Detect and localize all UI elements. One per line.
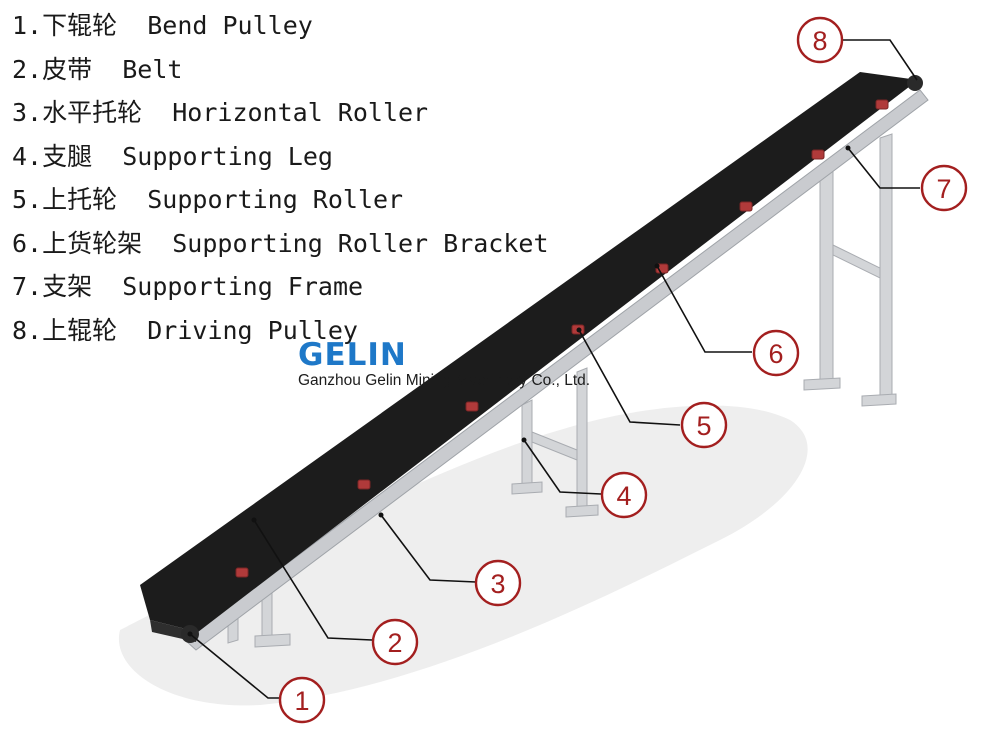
legend-zh: 水平托轮 (42, 98, 143, 127)
callout-7: 7 (936, 174, 951, 204)
legend-number: 4. (12, 141, 43, 171)
legend-zh: 上货轮架 (42, 228, 143, 258)
legend-en: Belt (122, 54, 183, 84)
parts-legend: 1.下辊轮 Bend Pulley 2.皮带 Belt 3.水平托轮 Horiz… (12, 6, 549, 354)
driving-pulley (907, 75, 923, 91)
callout-circle-5 (680, 401, 728, 449)
legend-item-bend-pulley: 1.下辊轮 Bend Pulley (12, 6, 549, 50)
legend-number: 2. (12, 54, 43, 84)
legend-en: Horizontal Roller (172, 98, 429, 127)
legend-item-driving-pulley: 8.上辊轮 Driving Pulley (12, 311, 549, 355)
legend-zh: 皮带 (42, 54, 93, 84)
side-rail (184, 89, 929, 651)
callout-2: 2 (387, 628, 402, 658)
legend-number: 3. (12, 98, 43, 127)
legend-number: 6. (12, 228, 43, 258)
legend-en: Supporting Leg (122, 141, 333, 171)
callout-circle-7 (920, 164, 968, 212)
legend-en: Bend Pulley (147, 11, 313, 40)
legend-item-belt: 2.皮带 Belt (12, 50, 549, 94)
legend-number: 7. (12, 272, 43, 301)
legend-item-supporting-leg: 4.支腿 Supporting Leg (12, 137, 549, 181)
legend-zh: 上托轮 (42, 185, 118, 214)
callout-circle-2 (371, 618, 419, 666)
legend-zh: 上辊轮 (42, 315, 118, 345)
company-name: Ganzhou Gelin Mining Machinery Co., Ltd. (298, 372, 591, 389)
callout-1: 1 (294, 686, 309, 716)
callout-circle-8 (796, 16, 844, 64)
callout-circle-6 (752, 329, 800, 377)
callout-circle-4 (600, 471, 648, 519)
callout-circle-3 (474, 559, 522, 607)
legend-number: 5. (12, 185, 43, 214)
company-brand: GELIN Ganzhou Gelin Mining Machinery Co.… (298, 338, 738, 398)
legend-item-supporting-roller: 5.上托轮 Supporting Roller (12, 180, 549, 224)
legend-en: Supporting Roller Bracket (172, 228, 549, 258)
callout-4: 4 (616, 481, 631, 511)
roller-brackets (235, 99, 889, 578)
callout-8: 8 (812, 26, 827, 56)
legend-item-horizontal-roller: 3.水平托轮 Horizontal Roller (12, 93, 549, 137)
callout-circle-1 (278, 676, 326, 724)
legend-number: 8. (12, 315, 43, 345)
legend-zh: 支腿 (42, 141, 93, 171)
legend-number: 1. (12, 11, 43, 40)
belt (140, 72, 918, 632)
legend-zh: 支架 (42, 272, 93, 301)
legend-item-supporting-frame: 7.支架 Supporting Frame (12, 267, 549, 311)
supporting-frame (803, 133, 897, 407)
callout-6: 6 (768, 339, 783, 369)
company-logo: GELIN (298, 337, 407, 373)
legend-item-supporting-roller-bracket: 6.上货轮架 Supporting Roller Bracket (12, 224, 549, 268)
legend-en: Supporting Frame (122, 272, 364, 301)
legend-zh: 下辊轮 (42, 11, 118, 40)
callout-3: 3 (490, 569, 505, 599)
leader-lines (189, 39, 920, 699)
legend-en: Driving Pulley (147, 315, 358, 345)
callout-5: 5 (696, 411, 711, 441)
legend-en: Supporting Roller (147, 185, 404, 214)
